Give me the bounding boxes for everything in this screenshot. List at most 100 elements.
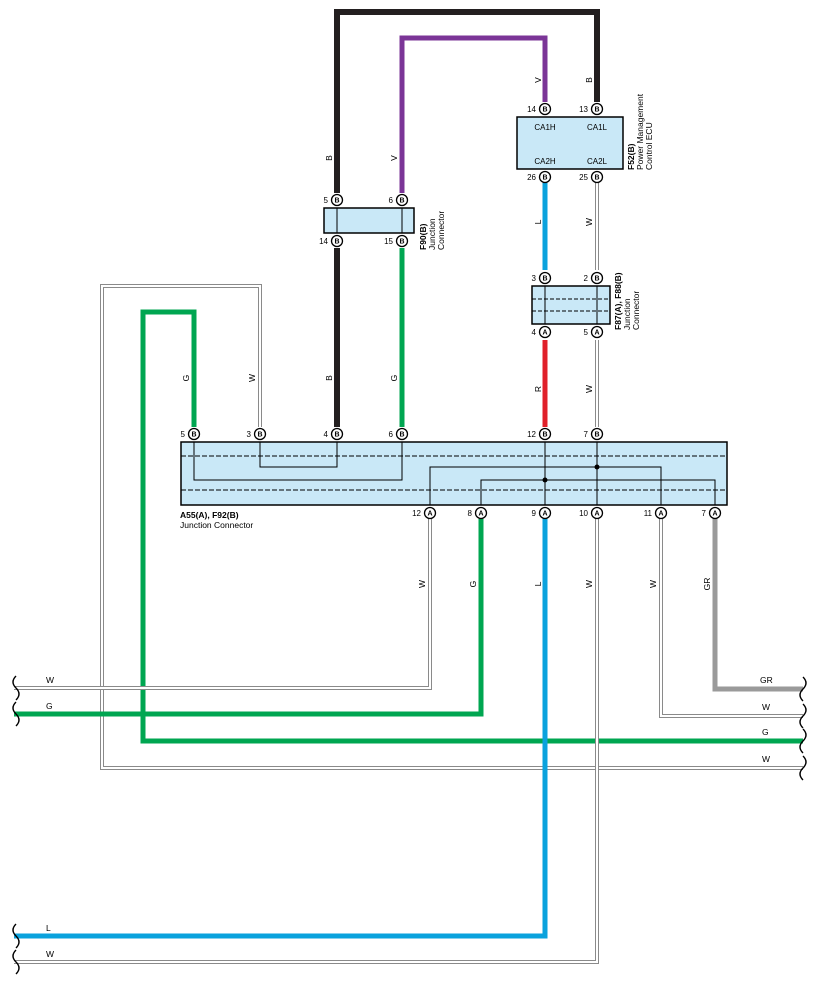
wire-label-v-ecu: V	[533, 77, 543, 83]
wire-label-w-left-4: W	[46, 949, 54, 959]
svg-text:B: B	[399, 198, 404, 205]
svg-text:13: 13	[579, 105, 588, 114]
ecu-subtitle-1: Power Management	[635, 93, 645, 170]
wire-label-v-upper: V	[389, 155, 399, 161]
wire-label-w-upper: W	[584, 218, 594, 226]
svg-text:B: B	[542, 432, 547, 439]
svg-text:14: 14	[527, 105, 536, 114]
svg-text:A: A	[712, 511, 717, 518]
wire-green-g-left-loop	[140, 309, 803, 744]
f87-pin-2: B 2	[584, 271, 604, 285]
f87-pin-3: B 3	[532, 271, 552, 285]
a55-top-pin-6: B 6	[389, 427, 409, 441]
a55-bottom-pin-11: A 11	[644, 506, 668, 520]
a55-top-pin-4: B 4	[324, 427, 344, 441]
wire-white-w-pin12	[14, 519, 432, 690]
f87-pin-5: A 5	[584, 325, 604, 339]
wire-label-g-mid: G	[389, 375, 399, 382]
ecu-terminal-ca2l: CA2L	[587, 157, 608, 166]
svg-text:25: 25	[579, 173, 588, 182]
wire-label-w-pin12: W	[417, 580, 427, 588]
svg-text:A: A	[542, 330, 547, 337]
wire-gray-gr-pin7	[712, 519, 803, 692]
svg-text:4: 4	[532, 328, 537, 337]
junction-a55-f92: B 5 B 3 B 4 B 6 B 12 B 7	[180, 427, 728, 530]
svg-text:B: B	[334, 432, 339, 439]
svg-text:11: 11	[644, 509, 653, 518]
svg-text:B: B	[542, 107, 547, 114]
ecu-terminal-ca1h: CA1H	[534, 123, 556, 132]
svg-text:2: 2	[584, 274, 589, 283]
svg-text:12: 12	[412, 509, 421, 518]
a55-subtitle: Junction Connector	[180, 520, 253, 530]
f90-body	[323, 207, 415, 234]
f90-pin-5: B 5	[324, 193, 344, 207]
wire-label-g-right-3: G	[762, 727, 769, 737]
svg-text:A: A	[658, 511, 663, 518]
svg-text:A: A	[478, 511, 483, 518]
junction-f90: B 5 B 6 B 14 B 15 F90(B) Junction Connec…	[319, 193, 446, 250]
svg-text:9: 9	[532, 509, 537, 518]
ecu-pin-14: B 14	[527, 102, 552, 116]
f90-pin-15: B 15	[384, 234, 409, 248]
svg-text:B: B	[542, 175, 547, 182]
svg-text:14: 14	[319, 237, 328, 246]
svg-text:7: 7	[702, 509, 707, 518]
ecu-body	[516, 116, 624, 170]
wire-white-w-pin10	[14, 519, 599, 964]
f87-body	[531, 285, 611, 325]
svg-text:10: 10	[579, 509, 588, 518]
f90-title: F90(B)	[418, 223, 428, 250]
a55-bottom-pin-9: A 9	[532, 506, 552, 520]
wire-black-b-upper	[334, 9, 600, 193]
ecu-pin-13: B 13	[579, 102, 604, 116]
wire-label-b-upper: B	[324, 155, 334, 161]
f90-pin-6: B 6	[389, 193, 409, 207]
a55-title: A55(A), F92(B)	[180, 510, 239, 520]
svg-text:12: 12	[527, 430, 536, 439]
svg-text:A: A	[594, 330, 599, 337]
svg-text:B: B	[542, 276, 547, 283]
wire-violet-v	[399, 35, 548, 193]
ecu-terminal-ca1l: CA1L	[587, 123, 608, 132]
ecu-subtitle-2: Control ECU	[644, 122, 654, 170]
wire-label-gr-right-1: GR	[760, 675, 773, 685]
ecu-title: F52(B)	[626, 143, 636, 170]
wire-label-w-left: W	[247, 374, 257, 382]
svg-text:A: A	[542, 511, 547, 518]
svg-text:5: 5	[181, 430, 186, 439]
svg-text:B: B	[399, 239, 404, 246]
wire-label-l-left-3: L	[46, 923, 51, 933]
wire-label-w-pin11: W	[648, 580, 658, 588]
svg-text:26: 26	[527, 173, 536, 182]
svg-text:B: B	[334, 198, 339, 205]
f90-subtitle-2: Connector	[436, 211, 446, 250]
svg-text:3: 3	[532, 274, 537, 283]
f87-pin-4: A 4	[532, 325, 552, 339]
a55-bottom-pin-8: A 8	[468, 506, 488, 520]
wire-white-w-left-loop	[100, 284, 803, 770]
svg-text:B: B	[191, 432, 196, 439]
f87-subtitle-2: Connector	[631, 291, 641, 330]
ecu-pin-25: B 25	[579, 170, 604, 184]
wire-label-w-right-2: W	[762, 702, 770, 712]
svg-text:B: B	[594, 107, 599, 114]
svg-text:4: 4	[324, 430, 329, 439]
wire-label-l-pin9: L	[533, 581, 543, 586]
a55-body	[180, 441, 728, 506]
a55-top-pin-3: B 3	[247, 427, 267, 441]
wire-white-w-pin11	[659, 519, 803, 718]
a55-top-pin-7: B 7	[584, 427, 604, 441]
svg-text:B: B	[594, 276, 599, 283]
wire-label-gr-pin7: GR	[702, 578, 712, 591]
svg-text:5: 5	[584, 328, 589, 337]
wire-label-r: R	[533, 386, 543, 392]
svg-text:5: 5	[324, 196, 329, 205]
svg-text:B: B	[257, 432, 262, 439]
a55-bottom-pin-7: A 7	[702, 506, 722, 520]
svg-text:7: 7	[584, 430, 589, 439]
svg-text:A: A	[427, 511, 432, 518]
a55-bottom-pin-12: A 12	[412, 506, 437, 520]
wire-label-w-right-4: W	[762, 754, 770, 764]
wire-label-l-upper: L	[533, 219, 543, 224]
